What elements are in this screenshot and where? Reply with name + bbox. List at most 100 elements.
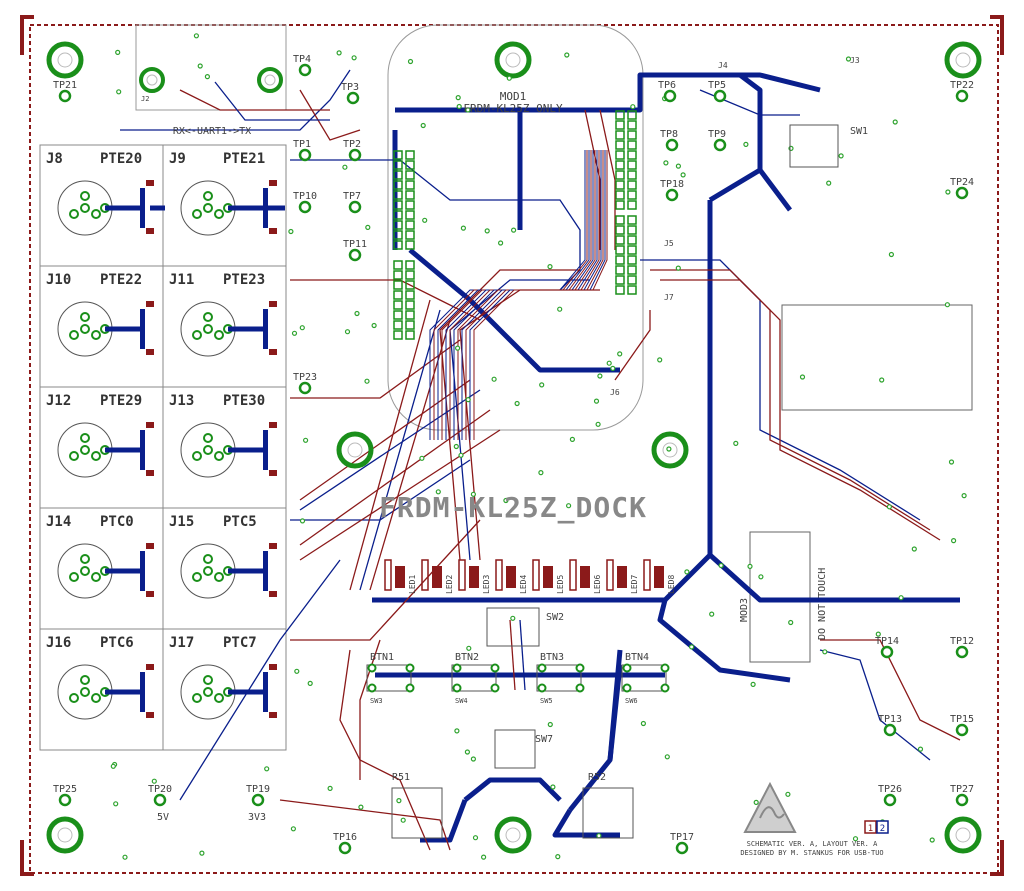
via	[115, 49, 121, 56]
bottom-copper-trace	[408, 248, 620, 373]
header-pad	[627, 255, 637, 265]
header-pin	[203, 203, 213, 213]
via	[596, 833, 602, 839]
via	[351, 55, 357, 61]
test-point-label: TP17	[670, 832, 694, 843]
header-pin	[214, 572, 224, 582]
header-pin	[214, 209, 224, 219]
via	[630, 104, 636, 110]
led-label: LED3	[482, 575, 491, 594]
mounting-hole-drill	[146, 74, 158, 86]
header-port-label: PTE20	[100, 151, 142, 167]
header-pad	[393, 270, 403, 280]
header-pad	[615, 170, 625, 180]
via	[193, 33, 199, 39]
led-label: LED4	[519, 575, 528, 594]
led-resistor	[421, 559, 429, 591]
mounting-hole	[336, 431, 374, 469]
test-point-pad	[153, 793, 167, 807]
test-point-pad	[348, 248, 362, 262]
header-pad-strip	[140, 430, 145, 470]
header-pad-strip	[263, 672, 268, 712]
test-point-pad	[955, 793, 969, 807]
via	[875, 631, 881, 637]
via	[709, 611, 715, 617]
j7-label: J7	[664, 293, 674, 302]
signal-trace	[439, 269, 580, 561]
do-not-touch-label: DO NOT TOUCH	[817, 568, 828, 640]
v3-label: 3V3	[248, 812, 266, 823]
header-pin	[69, 693, 79, 703]
header-pad	[405, 300, 415, 310]
via	[539, 382, 545, 388]
button-label: BTN3	[540, 652, 564, 663]
header-pad	[615, 225, 625, 235]
test-point-label: TP13	[878, 714, 902, 725]
header-pin	[203, 324, 213, 334]
via	[888, 251, 895, 258]
via	[464, 749, 470, 755]
header-pin	[91, 572, 101, 582]
via	[294, 668, 300, 674]
header-pad	[615, 190, 625, 200]
button-pin	[490, 683, 500, 693]
via	[663, 160, 669, 166]
header-pin	[192, 572, 202, 582]
mounting-hole	[46, 41, 84, 79]
header-pad	[615, 140, 625, 150]
mounting-holes	[46, 41, 982, 854]
test-point-label: TP25	[53, 784, 77, 795]
button-outline	[451, 664, 497, 692]
via	[666, 446, 672, 452]
header-pin	[203, 191, 213, 201]
r52-outline	[582, 787, 634, 839]
header-port-label: PTE22	[100, 272, 142, 288]
via	[344, 329, 351, 335]
signal-trace	[359, 639, 381, 780]
via	[657, 357, 663, 363]
header-pin	[80, 566, 90, 576]
header-port-label: PTC5	[223, 514, 257, 530]
header-pin	[203, 445, 213, 455]
header-pad	[627, 200, 637, 210]
test-point-pad	[880, 645, 894, 659]
header-port-label: PTE21	[223, 151, 265, 167]
header-pad	[615, 110, 625, 120]
mod1-outline	[387, 24, 644, 431]
header-pad	[627, 285, 637, 295]
sw1-label: SW1	[850, 126, 868, 137]
via	[151, 778, 157, 784]
via	[879, 377, 885, 383]
via	[491, 376, 497, 382]
header-pad	[615, 285, 625, 295]
led-resistor	[495, 559, 503, 591]
header-pad	[393, 150, 403, 160]
header-pin	[80, 203, 90, 213]
button-pin	[660, 663, 670, 673]
test-point-label: TP3	[341, 82, 359, 93]
header-pad-strip	[140, 551, 145, 591]
resistor	[269, 664, 277, 670]
test-point-label: TP24	[950, 177, 974, 188]
led-body	[432, 566, 442, 588]
header-pad	[393, 310, 403, 320]
via	[498, 240, 504, 246]
test-point-label: TP10	[293, 191, 317, 202]
header-pad	[393, 260, 403, 270]
resistor	[146, 470, 154, 476]
test-point-pad	[58, 89, 72, 103]
header-pad	[627, 265, 637, 275]
resistor	[146, 422, 154, 428]
mod3-outline	[749, 531, 811, 663]
via	[122, 854, 128, 860]
header-pad	[393, 220, 403, 230]
header-pin	[214, 451, 224, 461]
button-pin	[452, 683, 462, 693]
via	[785, 791, 791, 797]
header-port-label: PTE30	[223, 393, 265, 409]
header-pin	[203, 554, 213, 564]
via	[758, 574, 764, 580]
mounting-hole-drill	[264, 74, 276, 86]
test-point-label: TP5	[708, 80, 726, 91]
